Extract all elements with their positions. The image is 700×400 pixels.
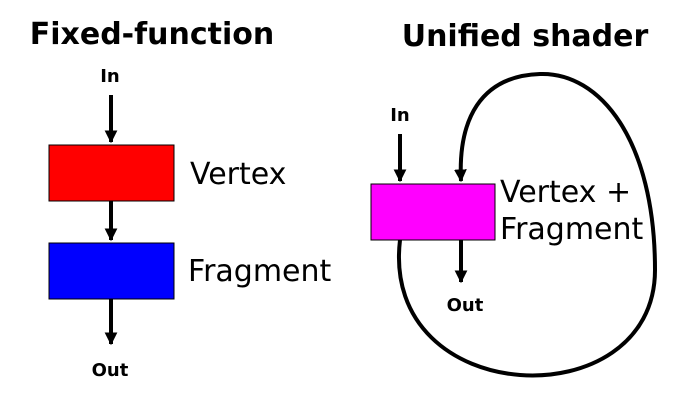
unified-output-label: Out — [447, 295, 484, 316]
unified-input-label: In — [390, 105, 410, 126]
unified-shader-pipeline: Unified shader In Vertex + Fragment Out — [370, 19, 658, 378]
vertex-stage-label: Vertex — [190, 157, 286, 192]
fixed-function-pipeline: Fixed-function In Vertex Fragment Out — [30, 17, 332, 381]
fixed-function-title: Fixed-function — [30, 17, 275, 52]
unified-stage-label-line1: Vertex + — [500, 175, 631, 210]
unified-stage-box — [370, 183, 496, 241]
unified-feedback-loop-arrow — [396, 71, 658, 378]
unified-stage-label-line2: Fragment — [500, 212, 644, 247]
fragment-stage-box — [48, 242, 175, 300]
fixed-output-label: Out — [92, 360, 129, 381]
fixed-input-label: In — [100, 66, 120, 87]
vertex-stage-box — [48, 144, 175, 202]
fragment-stage-label: Fragment — [188, 254, 332, 289]
unified-shader-title: Unified shader — [402, 19, 649, 54]
